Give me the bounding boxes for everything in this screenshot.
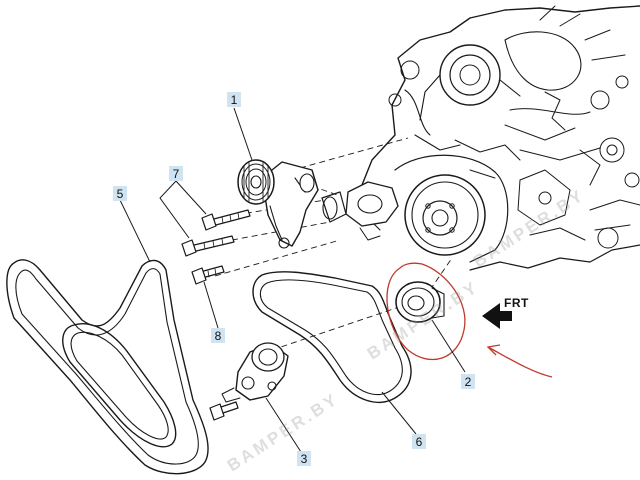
thermostat-housing <box>321 181 399 241</box>
callout-7: 7 <box>169 166 183 181</box>
engine-block <box>359 5 640 271</box>
watermark-lower: BAMPER.BY <box>224 389 343 475</box>
drive-belt-5 <box>6 259 209 475</box>
svg-text:1: 1 <box>231 93 238 107</box>
leader-lines <box>119 107 466 453</box>
front-direction-indicator: FRT <box>482 296 529 329</box>
tensioner-bolt-short <box>191 265 225 285</box>
callout-2: 2 <box>461 374 475 389</box>
belt-tensioner-assembly <box>237 159 319 249</box>
svg-text:2: 2 <box>465 375 472 389</box>
water-pump-pulley <box>404 174 486 256</box>
front-label: FRT <box>504 296 529 310</box>
idler-pulley <box>395 281 445 323</box>
drive-belt-6 <box>252 271 412 403</box>
callout-1: 1 <box>227 92 241 107</box>
svg-text:5: 5 <box>117 187 124 201</box>
tensioner-bolt-upper <box>201 209 251 231</box>
lower-tensioner-bolt <box>209 401 239 421</box>
callout-3: 3 <box>297 451 311 466</box>
callout-6: 6 <box>412 434 426 449</box>
callout-5: 5 <box>113 186 127 201</box>
annotation-arrow-head <box>486 344 501 356</box>
callout-8: 8 <box>211 328 225 343</box>
lower-tensioner <box>221 342 289 403</box>
svg-text:7: 7 <box>173 167 180 181</box>
svg-text:8: 8 <box>215 329 222 343</box>
highlight-circle <box>386 262 466 361</box>
red-annotation <box>386 262 553 378</box>
watermark-upper: BAMPER.BY <box>470 185 589 271</box>
svg-text:6: 6 <box>416 435 423 449</box>
front-arrow-icon <box>482 303 512 329</box>
tensioner-bolt-lower <box>181 235 235 257</box>
annotation-arrow-shaft <box>487 346 553 378</box>
svg-text:3: 3 <box>301 452 308 466</box>
